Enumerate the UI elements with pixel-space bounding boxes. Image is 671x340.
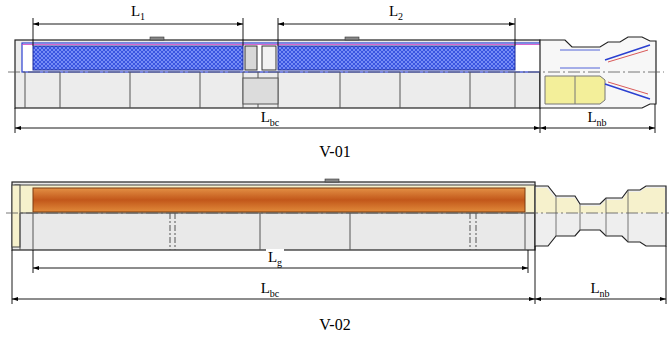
motor-section-v02-part-part [525, 213, 526, 250]
dimension-lines-v01-part [33, 18, 34, 46]
motor-section-v02-part-part [175, 213, 176, 250]
dimension-subscript: bc [270, 288, 279, 299]
dimension-lines-v01-part [278, 18, 279, 46]
dimension-lines-v01-part [243, 18, 244, 46]
motor-section-v02-part [536, 188, 665, 213]
motor-section-v02-part [325, 179, 339, 182]
motor-section-v02-part-part [556, 196, 557, 236]
motor-section-v01-part [345, 37, 359, 40]
motor-section-v02-part [535, 186, 666, 246]
dimension-subscript: nb [600, 288, 610, 299]
motor-section-v01-part [33, 46, 243, 70]
dimension-label: L1 [129, 3, 147, 21]
motor-section-v02-part-part [628, 190, 629, 242]
motor-section-v01-part [545, 76, 605, 104]
dimension-lines-v01-part [15, 108, 16, 133]
dimension-lines-v02-part [528, 250, 529, 273]
motor-section-v02-part [170, 213, 476, 250]
motor-section-v01-part [540, 37, 656, 108]
dimension-label: Lbc [259, 280, 282, 298]
figure-caption: V-01 [317, 144, 352, 160]
motor-section-v02-part-part [476, 213, 477, 250]
motor-section-v02-part [33, 188, 525, 212]
motor-section-v02-part-part [350, 213, 351, 250]
dimension-lines-v01-part [515, 18, 516, 46]
dimension-lines-v02-part [666, 246, 667, 304]
motor-section-v01-part [575, 76, 576, 104]
motor-section-v01-part [262, 46, 276, 70]
dimension-lines-v02-part [12, 250, 13, 304]
dimension-label: Lnb [588, 280, 611, 298]
motor-section-v01-part-part [515, 72, 516, 108]
motor-section-v02-part [6, 213, 669, 214]
motor-section-v02 [6, 179, 669, 250]
motor-section-v02-part-part [606, 198, 607, 236]
motor-section-v02-part-part [260, 213, 261, 250]
dimension-subscript: bc [270, 117, 279, 128]
motor-section-v01-part-part [60, 72, 61, 108]
motor-section-v02-part-part [33, 213, 34, 250]
dimension-symbol: L [389, 3, 398, 19]
dimension-label: Lnb [585, 109, 608, 127]
dimension-label: Lg [266, 249, 284, 267]
motor-section-v01-part [245, 46, 257, 70]
motor-section-v01-part-part [200, 72, 201, 108]
motor-section-v01-part [243, 78, 278, 104]
figure-caption: V-02 [317, 317, 352, 333]
motor-section-v02-part [12, 185, 20, 247]
motor-section-v01-part-part [470, 72, 471, 108]
dimension-symbol: L [131, 3, 140, 19]
motor-section-v01 [8, 37, 664, 108]
motor-section-v01-part [150, 37, 164, 40]
dimension-label: L2 [387, 3, 405, 21]
dimension-lines-v01-part [655, 104, 656, 133]
dimension-subscript: g [277, 257, 282, 268]
dimension-symbol: L [261, 280, 270, 296]
motor-section-v01-part-part [130, 72, 131, 108]
dimension-subscript: 1 [140, 11, 145, 22]
motor-section-v01-part [22, 43, 545, 72]
motor-section-v02-part-part [20, 213, 21, 250]
dimension-lines-v01-part [278, 24, 515, 25]
motor-section-v01-part [15, 40, 540, 108]
motor-section-v01-part-part [400, 72, 401, 108]
motor-section-v02-part-part [580, 204, 581, 230]
motor-section-v01-part-part [25, 72, 26, 108]
motor-section-v02-part [15, 185, 535, 213]
motor-section-v01-part [278, 46, 515, 70]
dimension-lines-v01-part [540, 108, 541, 133]
motor-section-v02-part [12, 182, 535, 250]
motor-section-v01-part [8, 72, 664, 73]
motor-section-v02-part-part [170, 213, 171, 250]
dimension-symbol: L [590, 280, 599, 296]
motor-section-v02-part [20, 213, 525, 250]
motor-section-v01-part [560, 50, 600, 68]
dimension-subscript: nb [597, 117, 607, 128]
dimension-subscript: 2 [398, 11, 403, 22]
motor-section-v01-part [25, 72, 515, 108]
dimension-lines-v02-part [535, 246, 536, 304]
dimension-symbol: L [261, 109, 270, 125]
motor-section-v01-part-part [340, 72, 341, 108]
dimension-lines-v01 [15, 18, 655, 133]
dimension-lines-v02 [12, 246, 666, 304]
motor-section-v02-part [556, 190, 628, 242]
motor-section-v01-part [22, 44, 545, 45]
dimension-lines-v02-part [33, 250, 34, 273]
dimension-symbol: L [587, 109, 596, 125]
motor-section-v02-part-part [470, 213, 471, 250]
dimension-label: Lbc [259, 109, 282, 127]
dimension-lines-v01-part [33, 24, 243, 25]
dimension-symbol: L [268, 249, 277, 265]
